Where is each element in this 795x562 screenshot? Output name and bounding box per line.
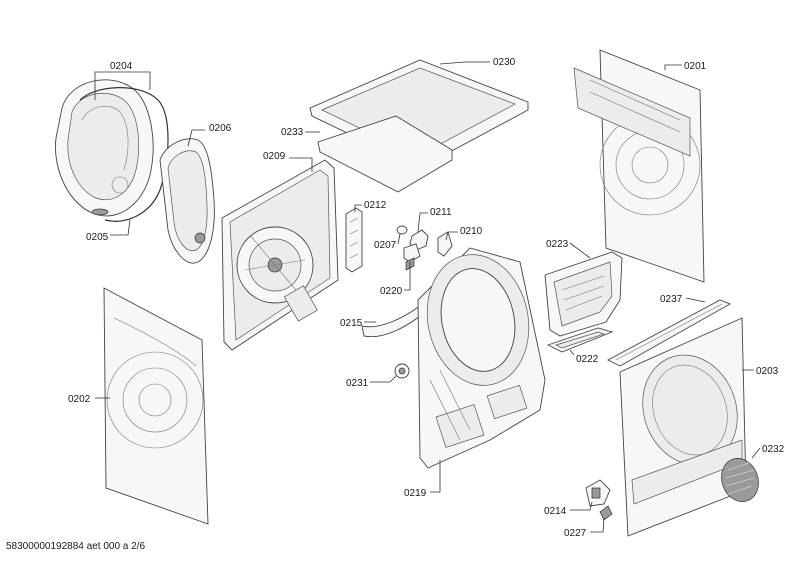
- part-0204-door-seal: [54, 79, 154, 217]
- label-0210: 0210: [460, 226, 483, 237]
- label-0233: 0233: [281, 127, 304, 138]
- part-0231-knob: [394, 363, 410, 379]
- part-0207-small-cap: [396, 225, 408, 235]
- part-0219-front-frame: [417, 247, 546, 469]
- part-0212-bracket: [345, 207, 363, 273]
- label-0222: 0222: [576, 354, 599, 365]
- part-0237-top-rail: [607, 299, 732, 367]
- label-0230: 0230: [493, 57, 516, 68]
- part-0222-filter-seal: [546, 327, 614, 353]
- label-0201: 0201: [684, 61, 707, 72]
- part-labels: 0204 0206 0205 0230 0233 0209 0212 0211 …: [68, 57, 785, 539]
- part-0202-side-panel: [103, 287, 209, 525]
- label-0205: 0205: [86, 232, 109, 243]
- label-0232: 0232: [762, 444, 785, 455]
- label-0231: 0231: [346, 378, 369, 389]
- label-0227: 0227: [564, 528, 587, 539]
- part-0210-clip: [437, 231, 453, 257]
- label-0219: 0219: [404, 488, 427, 499]
- part-0232-grille: [721, 458, 759, 502]
- label-0223: 0223: [546, 239, 569, 250]
- part-0223-filter-housing: [544, 251, 623, 337]
- part-0205-wire-ring: [79, 87, 169, 222]
- part-0209-rear-wall: [221, 159, 339, 351]
- part-0214-latch: [585, 479, 611, 507]
- label-0209: 0209: [263, 151, 286, 162]
- label-0211: 0211: [430, 207, 452, 218]
- part-0206-rear-seal: [159, 138, 215, 264]
- label-0207: 0207: [374, 240, 397, 251]
- part-0203-front-panel: [619, 317, 747, 537]
- part-0220-sensor: [403, 243, 421, 271]
- label-0202: 0202: [68, 394, 91, 405]
- leader-lines: [94, 61, 761, 533]
- part-0201-side-panel: [573, 49, 705, 283]
- label-0206: 0206: [209, 123, 232, 134]
- label-0212: 0212: [364, 200, 387, 211]
- label-0214: 0214: [544, 506, 567, 517]
- label-0204: 0204: [110, 61, 133, 72]
- part-0233-top-insulation: [317, 115, 453, 193]
- label-0215: 0215: [340, 318, 363, 329]
- document-id-footer: 58300000192884 aet 000 a 2/6: [6, 541, 146, 552]
- label-0203: 0203: [756, 366, 779, 377]
- label-0220: 0220: [380, 286, 403, 297]
- part-0227-pin: [599, 505, 613, 521]
- label-0237: 0237: [660, 294, 683, 305]
